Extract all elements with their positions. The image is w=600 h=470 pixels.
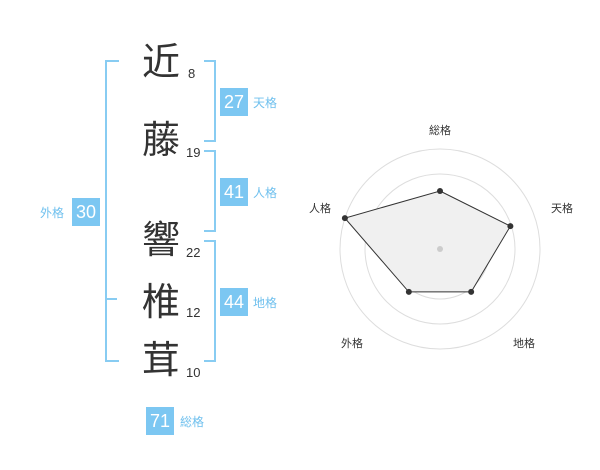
name-char-3: 響 — [141, 218, 180, 262]
tenkaku-bracket — [204, 60, 216, 142]
axis-label-chikaku: 地格 — [513, 336, 535, 350]
radar-ring — [339, 148, 541, 350]
axis-label-tenkaku: 天格 — [551, 201, 573, 215]
gaikaku-label: 外格 — [40, 206, 65, 220]
radar-point-3 — [468, 288, 475, 295]
axis-label-jinkaku: 人格 — [309, 201, 331, 215]
stroke-count-1: 8 — [188, 66, 196, 81]
radar-point-5 — [341, 215, 348, 222]
axis-label-soukaku: 総格 — [429, 123, 451, 137]
soukaku-label: 総格 — [180, 415, 205, 429]
radar-point-2 — [507, 223, 514, 230]
radar-area — [344, 190, 512, 293]
stroke-count-3: 22 — [186, 245, 201, 260]
chikaku-value-badge: 44 — [220, 288, 248, 316]
stroke-count-2: 19 — [186, 145, 201, 160]
radar-ring — [364, 173, 516, 325]
tenkaku-label: 天格 — [253, 96, 278, 110]
name-char-1: 近 — [141, 40, 180, 84]
name-char-4: 椎 — [141, 280, 180, 324]
radar-point-1 — [437, 188, 443, 194]
stroke-count-5: 10 — [186, 365, 201, 380]
name-char-2: 藤 — [141, 118, 180, 162]
radar-points — [341, 188, 514, 295]
gaikaku-bracket — [105, 60, 119, 362]
radar-center-dot — [437, 246, 443, 252]
chikaku-label: 地格 — [253, 296, 278, 310]
stroke-count-4: 12 — [186, 305, 201, 320]
gaikaku-value-badge: 30 — [72, 198, 100, 226]
tenkaku-value-badge: 27 — [220, 88, 248, 116]
jinkaku-label: 人格 — [253, 186, 278, 200]
jinkaku-bracket — [204, 150, 216, 232]
gaikaku-inner-tick — [105, 298, 117, 300]
chikaku-bracket — [204, 240, 216, 362]
axis-label-gaikaku: 外格 — [341, 336, 363, 350]
radar-point-4 — [405, 288, 412, 295]
soukaku-value-badge: 71 — [146, 407, 174, 435]
jinkaku-value-badge: 41 — [220, 178, 248, 206]
name-char-5: 茸 — [141, 338, 180, 382]
